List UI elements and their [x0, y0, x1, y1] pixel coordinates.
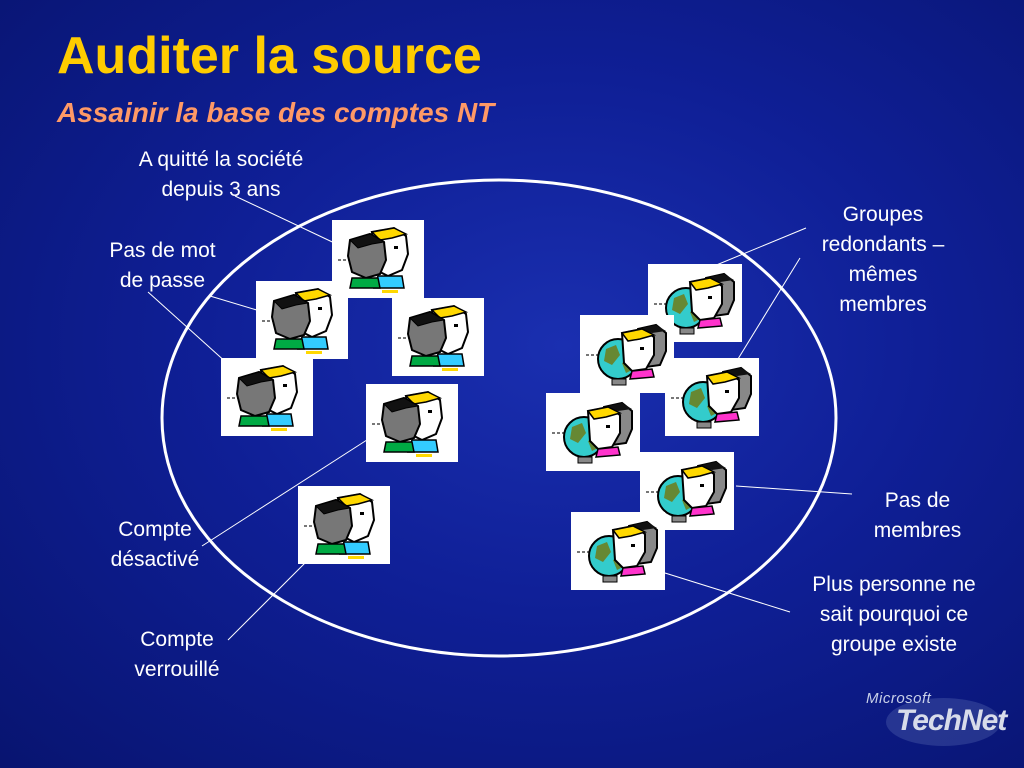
callout-line-left-out [234, 195, 346, 249]
user-account-icon [365, 383, 459, 463]
user-account-icon [255, 280, 349, 360]
callout-line-no-password-b [147, 291, 229, 365]
user-account-icon [297, 485, 391, 565]
account-pool-ellipse [160, 178, 838, 658]
user-account-icon [220, 357, 314, 437]
group-account-icon [664, 357, 760, 437]
label-left-company: A quitté la société depuis 3 ans [138, 148, 304, 201]
label-redundant-groups: Groupes redondants – mêmes membres [821, 203, 945, 316]
label-unknown-purpose: Plus personne ne sait pourquoi ce groupe… [812, 573, 976, 656]
callout-line-locked [227, 559, 309, 641]
callout-line-disabled [201, 437, 371, 547]
slide-subtitle: Assainir la base des comptes NT [57, 97, 495, 128]
user-account-icon [391, 297, 485, 377]
label-account-locked: Compte verrouillé [134, 628, 220, 681]
label-no-members: Pas de membres [873, 489, 962, 542]
label-account-disabled: Compte désactivé [110, 518, 200, 571]
group-account-icon [570, 511, 666, 591]
group-account-icon [545, 392, 641, 472]
callout-line-redundant-a [713, 227, 807, 267]
callout-line-no-members [735, 485, 853, 495]
callout-line-unknown [664, 572, 791, 613]
technet-logo: Microsoft TechNet [866, 690, 1007, 750]
logo-swoosh [886, 698, 1001, 746]
logo-microsoft-text: Microsoft [866, 690, 932, 707]
group-account-icon [579, 314, 675, 394]
callout-lines [147, 195, 853, 641]
logo-technet-text: TechNet [896, 704, 1007, 737]
callout-line-redundant-b [729, 257, 801, 373]
slide-title: Auditer la source [57, 27, 482, 85]
label-no-password: Pas de mot de passe [109, 239, 216, 292]
